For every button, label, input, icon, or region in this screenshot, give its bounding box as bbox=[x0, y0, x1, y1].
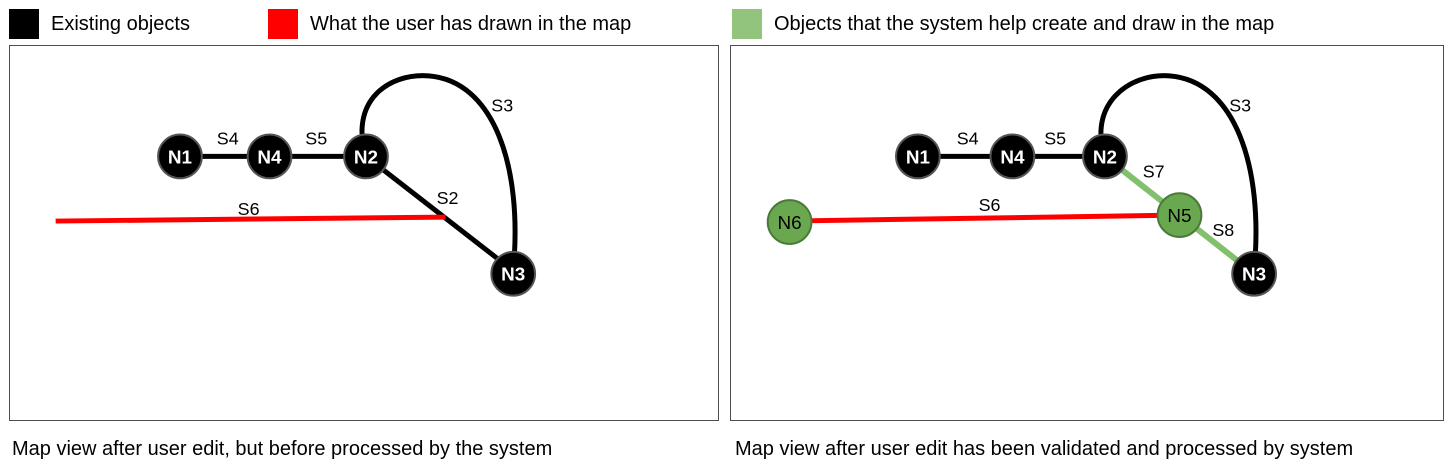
node-label-n1: N1 bbox=[168, 147, 192, 168]
node-label-n5: N5 bbox=[1167, 206, 1191, 227]
node-n5: N5 bbox=[1156, 192, 1203, 238]
node-n6: N6 bbox=[766, 199, 813, 245]
edge-label-s5: S5 bbox=[1044, 128, 1066, 148]
legend-label-system-created: Objects that the system help create and … bbox=[774, 12, 1275, 35]
node-n2: N2 bbox=[343, 133, 389, 180]
node-n1: N1 bbox=[895, 133, 941, 180]
node-n3: N3 bbox=[1231, 250, 1277, 297]
caption-after: Map view after user edit has been valida… bbox=[735, 438, 1354, 460]
node-label-n6: N6 bbox=[778, 213, 802, 234]
edge-label-s7: S7 bbox=[1143, 161, 1165, 181]
edge-label-s8: S8 bbox=[1212, 220, 1234, 240]
node-n2: N2 bbox=[1082, 133, 1128, 180]
map-canvas-after: S4 S5 S3 S7 S8 S6 N1 N4 N2 N3 N5 N6 bbox=[766, 73, 1277, 297]
edge-label-s4: S4 bbox=[957, 128, 979, 148]
edge-label-s3: S3 bbox=[491, 96, 513, 116]
edge-s6 bbox=[55, 214, 446, 224]
legend-swatch-user-drawn bbox=[268, 9, 298, 39]
legend-user-drawn: What the user has drawn in the map bbox=[268, 8, 631, 40]
node-n1: N1 bbox=[157, 133, 203, 180]
edge-label-s3: S3 bbox=[1229, 96, 1251, 116]
legend-swatch-system-created bbox=[732, 9, 762, 39]
edge-s2 bbox=[364, 154, 515, 273]
node-label-n3: N3 bbox=[501, 265, 525, 286]
edge-label-s5: S5 bbox=[305, 128, 327, 148]
edge-label-s6: S6 bbox=[979, 195, 1001, 215]
edge-s6 bbox=[789, 212, 1180, 224]
node-n3: N3 bbox=[490, 250, 537, 297]
node-n4: N4 bbox=[989, 133, 1036, 180]
edge-label-s2: S2 bbox=[437, 188, 459, 208]
map-view-before: S4 S5 S3 S2 S6 N1 N4 N2 N3 bbox=[9, 45, 719, 421]
legend-label-user-drawn: What the user has drawn in the map bbox=[310, 12, 632, 35]
node-label-n2: N2 bbox=[1093, 147, 1117, 168]
node-label-n1: N1 bbox=[906, 147, 930, 168]
legend-existing: Existing objects bbox=[9, 8, 190, 40]
map-canvas-before: S4 S5 S3 S2 S6 N1 N4 N2 N3 bbox=[55, 73, 537, 297]
node-label-n4: N4 bbox=[1000, 147, 1025, 168]
legend-system-created: Objects that the system help create and … bbox=[732, 8, 1274, 40]
edge-label-s6: S6 bbox=[238, 199, 260, 219]
node-label-n4: N4 bbox=[257, 147, 282, 168]
node-n4: N4 bbox=[246, 133, 293, 180]
map-view-after: S4 S5 S3 S7 S8 S6 N1 N4 N2 N3 N5 N6 bbox=[730, 45, 1444, 421]
node-label-n3: N3 bbox=[1242, 265, 1266, 286]
edge-s3 bbox=[359, 73, 518, 272]
legend-swatch-existing bbox=[9, 9, 39, 39]
edge-label-s4: S4 bbox=[217, 128, 239, 148]
edge-s3 bbox=[1098, 73, 1259, 272]
legend-label-existing: Existing objects bbox=[51, 12, 190, 35]
node-label-n2: N2 bbox=[354, 147, 378, 168]
caption-before: Map view after user edit, but before pro… bbox=[12, 438, 553, 460]
